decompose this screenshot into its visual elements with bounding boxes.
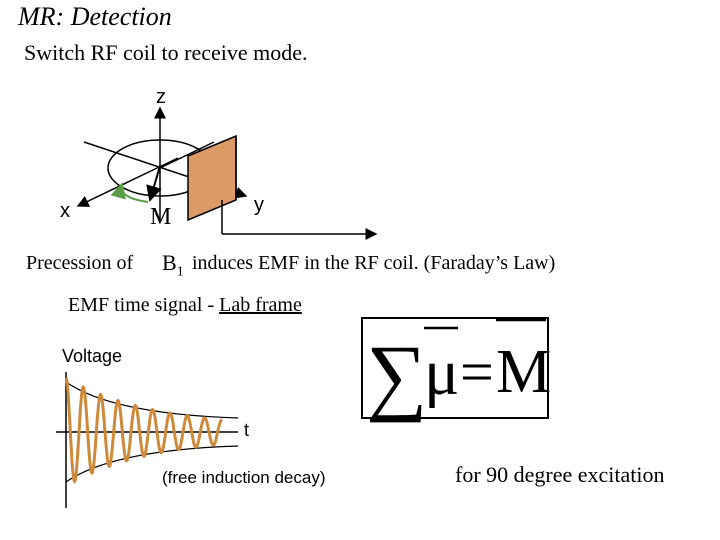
eq-mu: μ	[424, 336, 459, 409]
excitation-note: for 90 degree excitation	[455, 462, 665, 487]
emf-prefix: EMF time signal -	[68, 294, 220, 316]
emf-lab-frame: Lab frame	[219, 294, 302, 316]
precession-text-before: Precession of	[26, 252, 134, 274]
fid-envelope-top	[65, 381, 239, 419]
slide-subtitle: Switch RF coil to receive mode.	[24, 40, 308, 65]
precession-arc	[110, 182, 149, 203]
z-axis-label: z	[156, 86, 166, 108]
x-axis-back	[159, 141, 215, 169]
b1-subscript: 1	[176, 264, 184, 280]
m-vector-label: M	[150, 204, 172, 230]
voltage-label: Voltage	[62, 346, 123, 366]
fid-caption: (free induction decay)	[162, 468, 326, 487]
y-axis-label: y	[254, 194, 264, 216]
m-vector	[146, 165, 162, 202]
slide-title: MR: Detection	[18, 2, 172, 31]
x-axis	[76, 157, 179, 207]
fid-envelope-bottom	[65, 445, 239, 483]
time-label: t	[244, 420, 250, 440]
b1-symbol: B1	[162, 250, 184, 280]
rf-coil	[187, 134, 237, 222]
precession-text-after: induces EMF in the RF coil. (Faraday’s L…	[192, 252, 556, 274]
x-axis-label: x	[60, 200, 70, 222]
fid-wave	[64, 377, 223, 484]
equation-box	[361, 317, 549, 419]
eq-equals: =	[460, 339, 494, 405]
emf-heading: EMF time signal - Lab frame	[68, 294, 302, 317]
eq-m: M	[496, 338, 551, 406]
b1-letter: B	[162, 250, 177, 275]
eq-sum: ∑	[366, 327, 427, 423]
